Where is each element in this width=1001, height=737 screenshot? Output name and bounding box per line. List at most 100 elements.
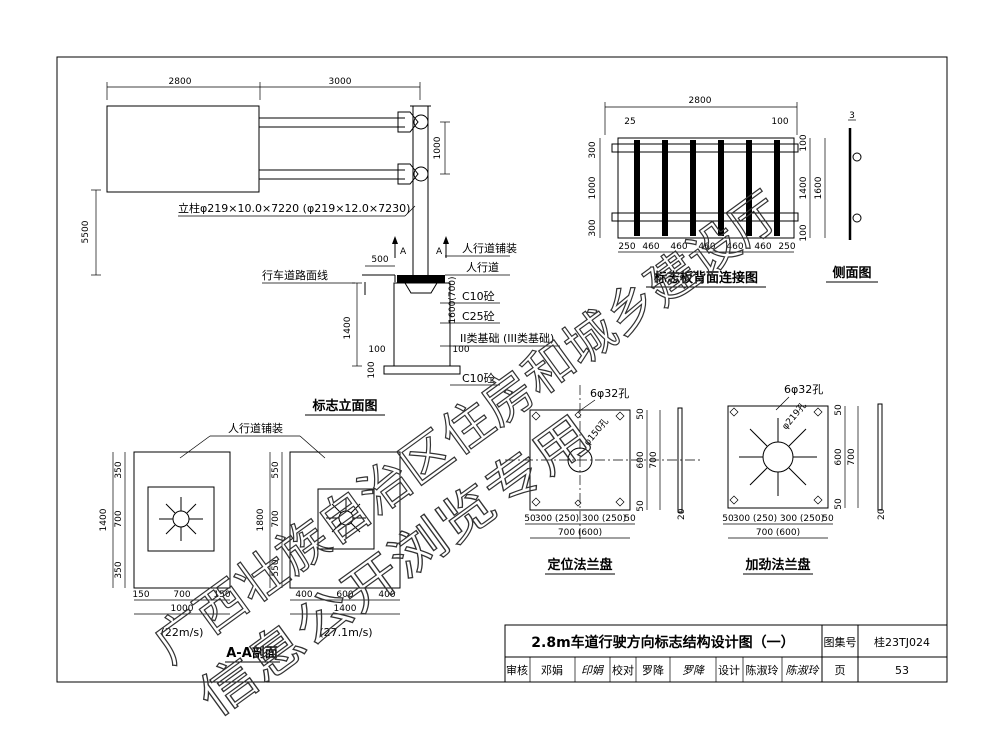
stiffening-flange: 6φ32孔 φ219孔 50 600 50 700 20 50 300 (250… (722, 383, 887, 575)
flange2-bottom-dim-4: 50 (822, 514, 834, 524)
section-left-outer (133, 451, 231, 589)
title-block: 2.8m车道行驶方向标志结构设计图（一） 图集号 桂23TJ024 审核 邓娟 … (504, 624, 948, 683)
drawing-frame (56, 56, 948, 683)
section-right-side-dim-3: 550 (271, 559, 281, 576)
cushion-layer (383, 365, 461, 375)
back-title: 标志板背面连接图 (653, 270, 758, 286)
section-aa: 人行道铺装 350 700 350 1400 150 700 150 1000 … (99, 421, 401, 663)
check-label: 校对 (612, 663, 634, 677)
flange1-thickness: 20 (677, 508, 687, 520)
checker-signature: 罗降 (682, 664, 705, 677)
side-dim-3: 3 (849, 111, 855, 121)
flange1-bottom-dim-4: 50 (624, 514, 636, 524)
section-left-side-dim-1: 350 (114, 461, 124, 478)
flange2-right-dim-3: 50 (834, 498, 844, 510)
sign-elevation: 2800 3000 1000 5500 立柱φ219×10.0×7220 (φ2… (81, 77, 560, 416)
flange2-bottom-dim-2: 300 (250) (733, 514, 777, 524)
back-left-dim-2: 1000 (588, 176, 598, 199)
main-title: 2.8m车道行驶方向标志结构设计图（一） (531, 634, 794, 651)
section-title: A-A剖面 (226, 645, 278, 661)
section-right-total: 1800 (256, 508, 266, 531)
dim-100-bottom: 100 (367, 361, 377, 378)
sidewalk-label: 人行道 (466, 260, 499, 274)
flange1-right-dim-1: 50 (636, 408, 646, 420)
back-dim-1600: 1600 (814, 176, 824, 199)
flange2-right-dim-1: 50 (834, 404, 844, 416)
section-right-side-dim-2: 700 (271, 510, 281, 527)
dim-2800: 2800 (169, 77, 192, 87)
flange1-plate (529, 409, 631, 511)
checker-name: 罗降 (642, 663, 664, 677)
sign-panel (106, 105, 260, 193)
section-right-bottom-dim-3: 400 (378, 590, 395, 600)
back-right-dim-2: 1400 (799, 176, 809, 199)
atlas-number: 桂23TJ024 (874, 635, 930, 649)
section-right-caption: (27.1m/s) (319, 626, 372, 639)
dim-3000: 3000 (329, 77, 352, 87)
flange1-right-total: 700 (649, 451, 659, 468)
section-right-outer (289, 451, 401, 589)
flange1-bottom-dim-2: 300 (250) (535, 514, 579, 524)
atlas-label: 图集号 (824, 635, 857, 649)
section-left-bottom-dim-1: 150 (132, 590, 149, 600)
back-bottom-dim-4: 460 (698, 242, 715, 252)
back-left-dim-3: 300 (588, 219, 598, 236)
back-right-dim-3: 100 (799, 224, 809, 241)
section-right-side-dim-1: 550 (271, 461, 281, 478)
flange2-right-total: 700 (847, 448, 857, 465)
flange2-bottom-dim-1: 50 (722, 514, 734, 524)
c10-top-label: C10砼 (462, 290, 495, 303)
flange1-bottom-dim-3: 300 (250) (582, 514, 626, 524)
back-bottom-dim-5: 460 (726, 242, 743, 252)
flange1-right-dim-2: 600 (636, 451, 646, 468)
flange2-bottom-dim-3: 300 (250) (780, 514, 824, 524)
back-bottom-dim-3: 460 (670, 242, 687, 252)
flange2-holes: 6φ32孔 (784, 383, 823, 396)
designer-name: 陈淑玲 (746, 663, 779, 677)
dim-1600: 1600(700) (448, 276, 458, 323)
column-note: 立柱φ219×10.0×7220 (φ219×12.0×7230) (178, 201, 410, 215)
c10-bottom-label: C10砼 (462, 372, 495, 385)
design-label: 设计 (718, 664, 740, 677)
section-left-bottom-dim-3: 150 (213, 590, 230, 600)
flange2-right-dim-2: 600 (834, 448, 844, 465)
flange2-title: 加劲法兰盘 (744, 557, 810, 573)
designer-signature: 陈淑玲 (786, 664, 821, 677)
back-panel (617, 137, 795, 239)
back-right-dim-1: 100 (799, 134, 809, 151)
foundation-label: II类基础 (III类基础) (460, 331, 554, 345)
reviewer-signature: 印娟 (581, 664, 605, 677)
side-view: 3 侧面图 (826, 111, 878, 283)
review-label: 审核 (506, 663, 528, 677)
back-bottom-dim-2: 460 (642, 242, 659, 252)
foundation-block (393, 282, 451, 367)
dim-1400: 1400 (343, 316, 353, 339)
section-left-caption: (22m/s) (161, 626, 204, 639)
road-line-label: 行车道路面线 (262, 268, 328, 282)
section-left-side-dim-2: 700 (114, 510, 124, 527)
flange1-bottom-dim-1: 50 (524, 514, 536, 524)
flange1-title: 定位法兰盘 (546, 557, 612, 573)
elevation-title: 标志立面图 (311, 398, 377, 414)
dim-100-right: 100 (452, 345, 469, 355)
section-left-side-dim-3: 350 (114, 561, 124, 578)
section-mark-right: A (436, 247, 443, 257)
flange2-thickness: 20 (877, 508, 887, 520)
flange2-bottom-total: 700 (600) (756, 528, 800, 538)
section-left-total: 1400 (99, 508, 109, 531)
back-bottom-dim-6: 460 (754, 242, 771, 252)
section-paving-label: 人行道铺装 (228, 421, 283, 435)
dim-100-left: 100 (368, 345, 385, 355)
flange1-bottom-total: 700 (600) (558, 528, 602, 538)
sidewalk-paving-label: 人行道铺装 (462, 241, 517, 255)
page-label: 页 (835, 664, 846, 677)
flange1-right-dim-3: 50 (636, 500, 646, 512)
flange1-center-hole (567, 447, 593, 473)
base-plate (397, 275, 445, 283)
back-bottom-dim-1: 250 (618, 242, 635, 252)
back-stiffeners (634, 140, 780, 236)
flange2-plate (727, 405, 829, 509)
c25-label: C25砼 (462, 310, 495, 323)
back-dim-100: 100 (771, 117, 788, 127)
